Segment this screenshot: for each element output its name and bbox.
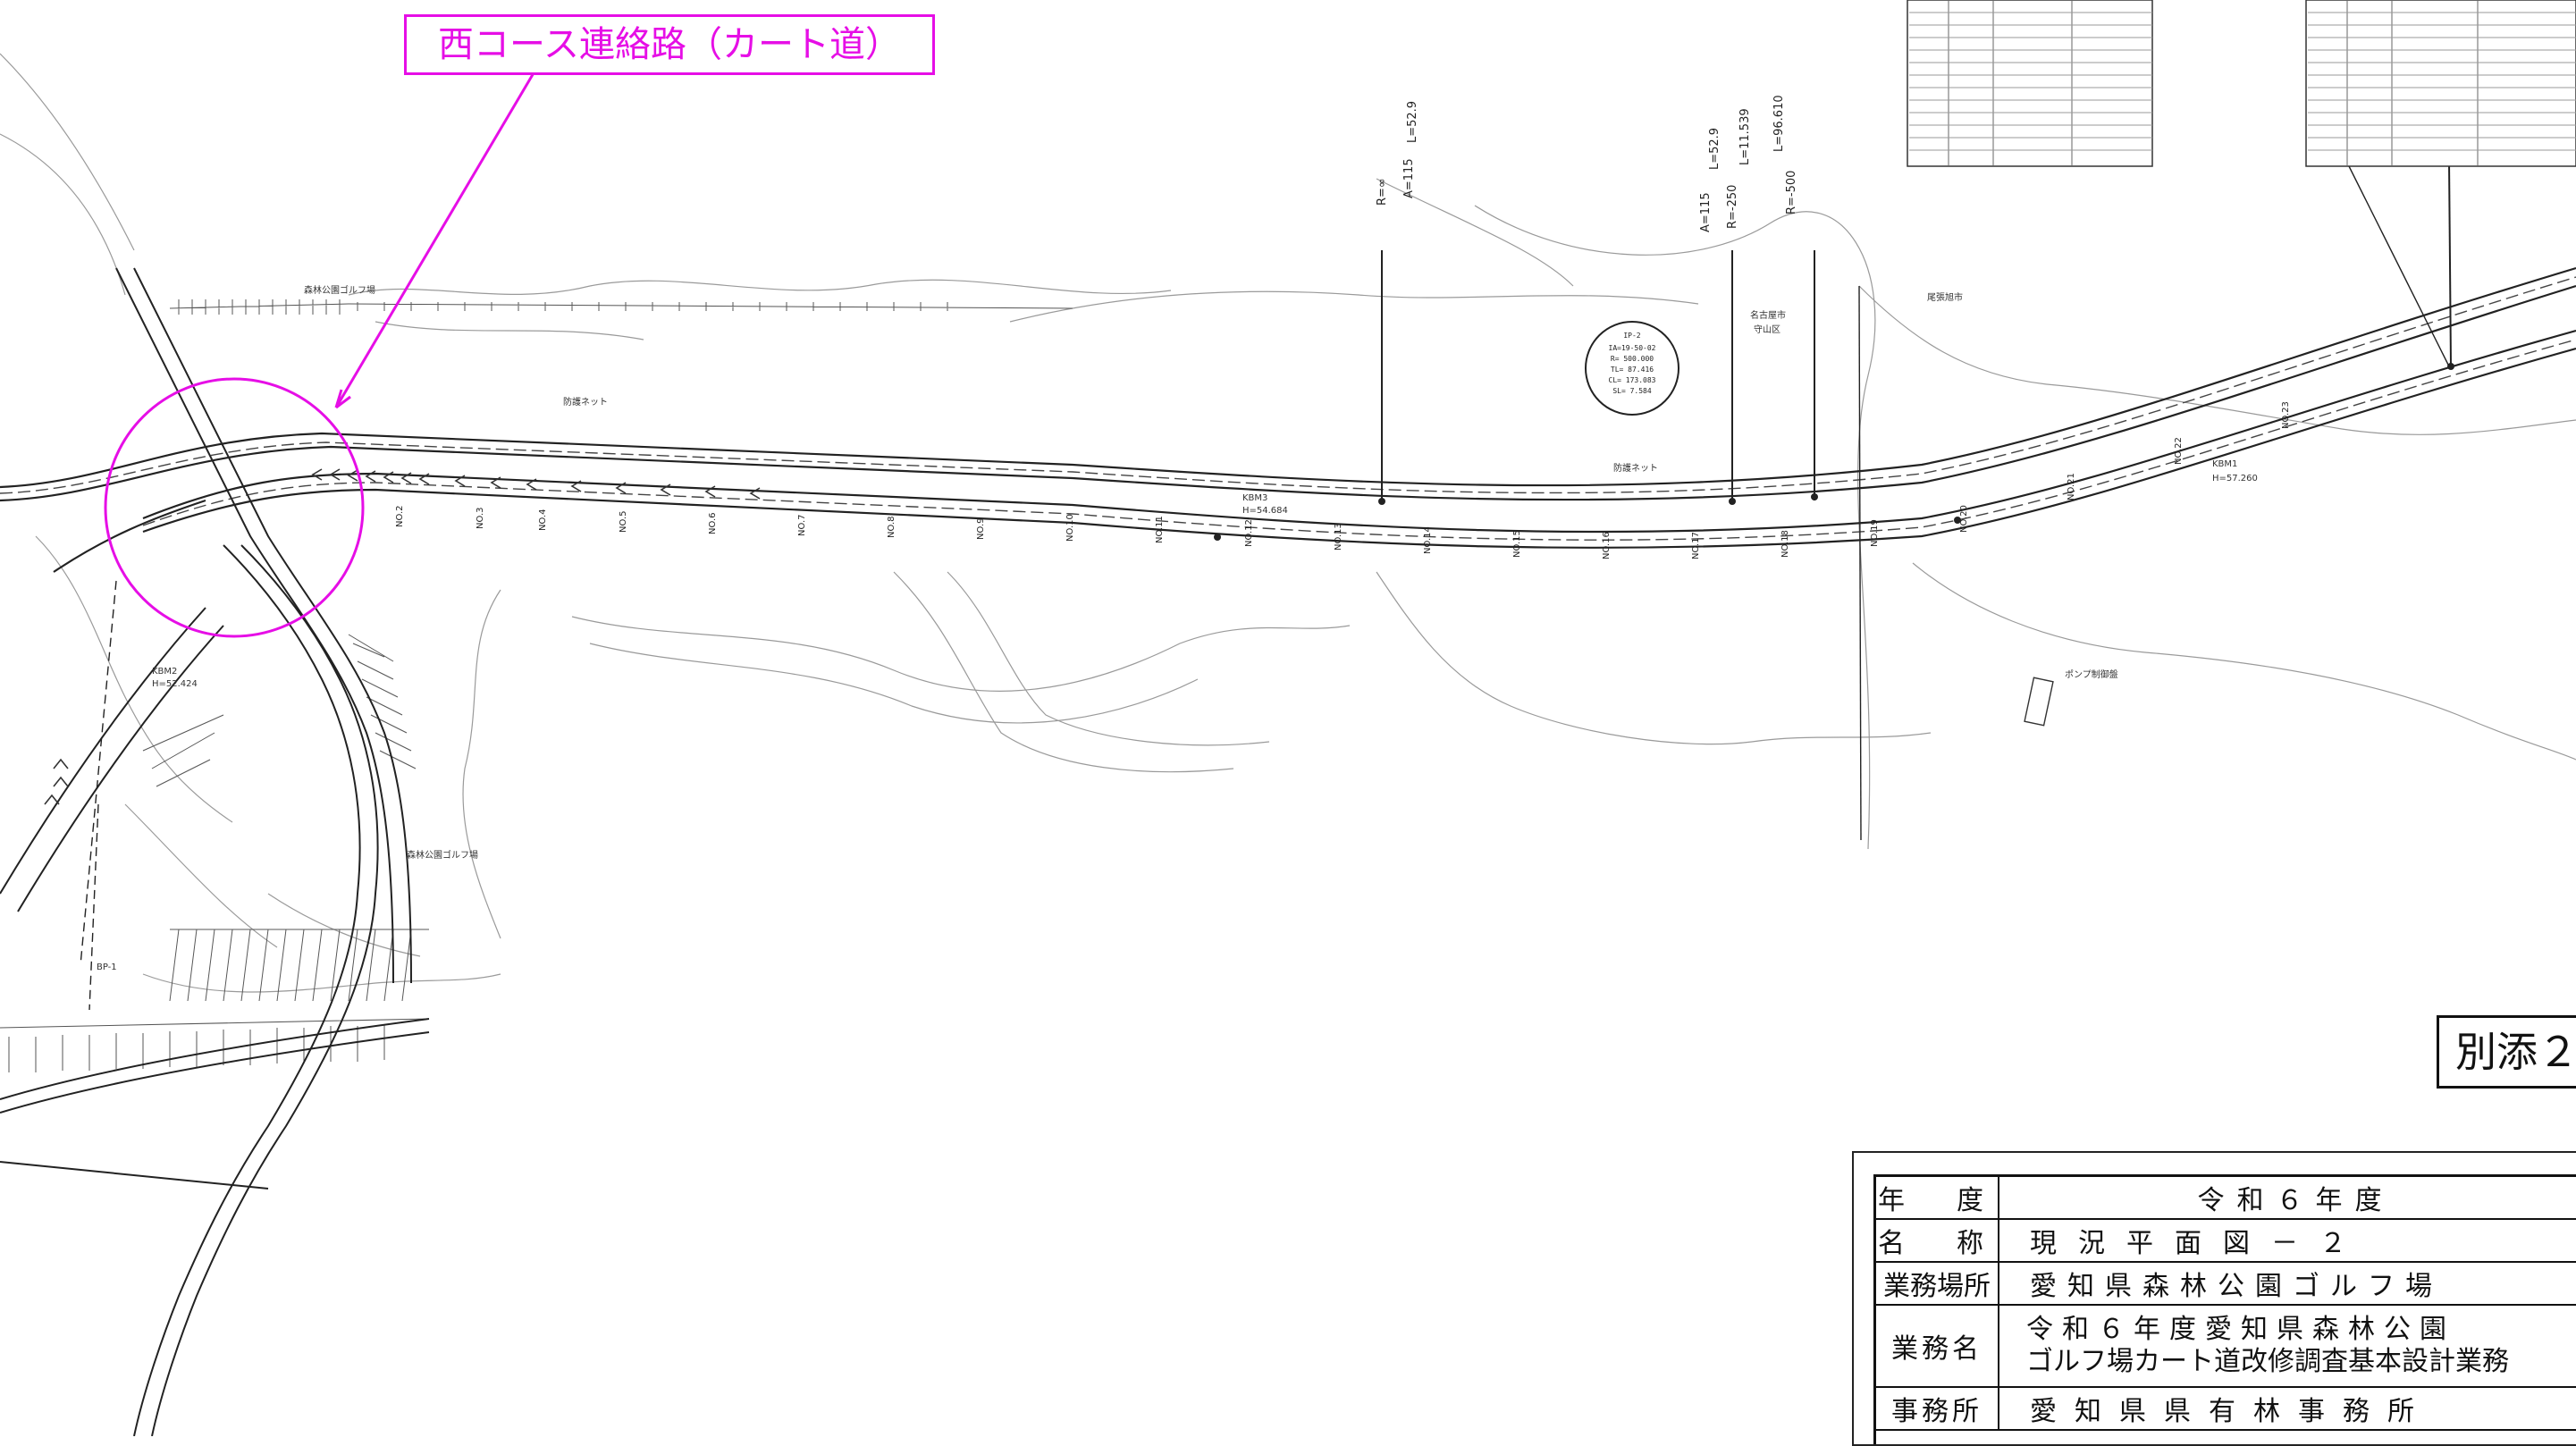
place-labels: 森林公園ゴルフ場 森林公園ゴルフ場 名古屋市 守山区 尾張旭市 防護ネット 防護… [97, 284, 2258, 972]
curve-label-g: L=11.539 [1738, 108, 1752, 165]
curve-label-h: L=96.610 [1772, 95, 1786, 152]
station-label: NO.2 [395, 506, 405, 528]
contour-lines [0, 53, 2576, 993]
title-key-project: 業務名 [1876, 1306, 1999, 1386]
kbm2-height: H=52.424 [152, 679, 198, 689]
curve-label-i: R=-500 [1785, 171, 1798, 214]
kbm2-label: KBM2 [152, 667, 177, 677]
title-block: 年 度 令和６年度 名 称 現況平面図－２ 業務場所 愛知県森林公園ゴルフ場 業… [1852, 1151, 2576, 1446]
curve-labels: R=∞ A=115 L=52.9 A=115 R=-250 L=52.9 L=1… [1376, 95, 1798, 232]
station-label: NO.13 [1334, 523, 1343, 551]
pump-shed [2024, 677, 2054, 727]
station-label: NO.11 [1155, 516, 1165, 543]
net-label-2: 防護ネット [1613, 462, 1658, 474]
title-row-year: 年 度 令和６年度 [1876, 1177, 2576, 1220]
station-label: NO.9 [976, 518, 986, 541]
curve-label-c: L=52.9 [1406, 101, 1419, 143]
ip-line-5: SL= 7.584 [1612, 387, 1652, 395]
station-label: NO.12 [1244, 519, 1254, 547]
title-key-office: 事務所 [1876, 1388, 1999, 1429]
cart-road-main [0, 266, 2576, 573]
title-value-year: 令和６年度 [2197, 1185, 2395, 1216]
ip-circle: IP-2 IA=19-50-02 R= 500.000 TL= 87.416 C… [1585, 321, 1679, 416]
city-label-2: 守山区 [1754, 324, 1780, 335]
survey-points [1214, 363, 2454, 541]
callout-leader [334, 71, 536, 408]
callout-circle [104, 377, 365, 638]
curve-label-e: R=-250 [1726, 185, 1739, 229]
kbm1-height: H=57.260 [2212, 474, 2258, 483]
kbm3-label: KBM3 [1242, 493, 1267, 503]
golf-label-1: 森林公園ゴルフ場 [304, 284, 375, 296]
ip-line-3: TL= 87.416 [1611, 366, 1654, 374]
title-key-name: 名 称 [1876, 1220, 1999, 1261]
station-label: NO.23 [2281, 401, 2291, 429]
ip-line-4: CL= 173.083 [1609, 376, 1656, 384]
station-label: NO.14 [1423, 526, 1433, 554]
callout-graphics [104, 71, 536, 638]
road-chevrons [44, 468, 761, 805]
title-value-project: 令和６年度愛知県森林公園 ゴルフ場カート道改修調査基本設計業務 [1999, 1306, 2576, 1386]
title-block-grid: 年 度 令和６年度 名 称 現況平面図－２ 業務場所 愛知県森林公園ゴルフ場 業… [1873, 1174, 2576, 1444]
callout-arrowhead [334, 389, 351, 409]
station-label: NO.6 [708, 513, 718, 535]
curve-label-a: R=∞ [1376, 178, 1389, 206]
curve-label-f: L=52.9 [1708, 128, 1722, 170]
city-label-1: 名古屋市 [1750, 309, 1786, 321]
coord-table-2 [2305, 0, 2576, 167]
title-row-project: 業務名 令和６年度愛知県森林公園 ゴルフ場カート道改修調査基本設計業務 [1876, 1306, 2576, 1388]
callout-label: 西コース連絡路（カート道） [404, 14, 935, 75]
title-value-location: 愛知県森林公園ゴルフ場 [2030, 1271, 2443, 1302]
station-label: NO.8 [887, 517, 897, 539]
alignment-lines [80, 160, 2452, 1011]
kbm3-height: H=54.684 [1242, 506, 1288, 516]
ip-line-2: R= 500.000 [1611, 355, 1654, 363]
station-label: NO.21 [2067, 473, 2076, 500]
station-label: NO.3 [476, 508, 485, 530]
title-row-office: 事務所 愛知県県有林事務所 [1876, 1388, 2576, 1431]
title-value-project-line1: 令和６年度愛知県森林公園 [2026, 1314, 2455, 1345]
pump-label: ポンプ制御盤 [2065, 668, 2118, 680]
station-label: NO.4 [538, 509, 548, 532]
slope-hatching [0, 299, 1073, 1072]
attachment-badge: 別添２ [2437, 1015, 2576, 1089]
station-label: NO.18 [1780, 530, 1790, 558]
title-row-location: 業務場所 愛知県森林公園ゴルフ場 [1876, 1263, 2576, 1306]
curve-label-d: A=115 [1699, 192, 1713, 232]
title-key-year: 年 度 [1876, 1177, 1999, 1218]
title-value-office: 愛知県県有林事務所 [2030, 1396, 2432, 1427]
curve-label-b: A=115 [1402, 158, 1416, 198]
station-label: NO.15 [1512, 530, 1522, 558]
bp-label: BP-1 [97, 963, 117, 972]
city-label-3: 尾張旭市 [1927, 291, 1963, 303]
station-label: NO.10 [1065, 514, 1075, 542]
station-label: NO.20 [1959, 505, 1969, 533]
ip-line-1: IA=19-50-02 [1609, 344, 1656, 352]
title-key-location: 業務場所 [1876, 1263, 1999, 1304]
net-label-1: 防護ネット [563, 396, 608, 408]
station-label: NO.16 [1602, 532, 1612, 559]
title-value-project-line2: ゴルフ場カート道改修調査基本設計業務 [2026, 1346, 2509, 1377]
coord-table-1 [1907, 0, 2153, 167]
station-label: NO.19 [1870, 519, 1880, 547]
station-label: NO.22 [2174, 437, 2184, 465]
station-label: NO.7 [797, 515, 807, 537]
kbm1-label: KBM1 [2212, 459, 2237, 469]
cart-road-branches [0, 267, 430, 1436]
station-label: NO.17 [1691, 532, 1701, 559]
ip-line-0: IP-2 [1623, 332, 1640, 340]
station-label: NO.5 [619, 511, 628, 534]
title-row-name: 名 称 現況平面図－２ [1876, 1220, 2576, 1263]
title-value-name: 現況平面図－２ [2030, 1228, 2368, 1259]
golf-label-2: 森林公園ゴルフ場 [407, 849, 478, 861]
cart-road-centerline [0, 276, 2576, 541]
